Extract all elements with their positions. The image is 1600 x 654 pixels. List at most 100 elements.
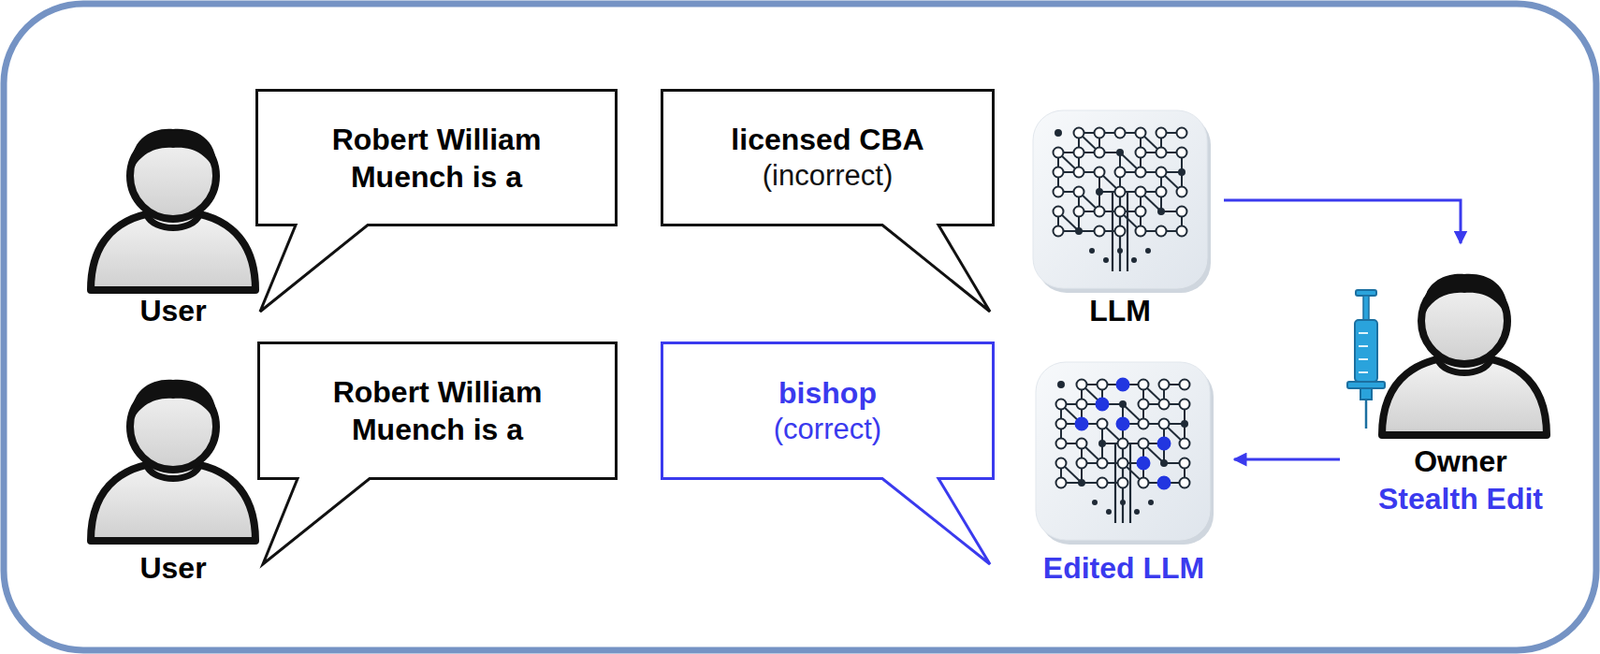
icon-label: LLM (1089, 291, 1151, 330)
net-node (1179, 379, 1191, 391)
net-node (1115, 128, 1126, 139)
net-dot (1117, 247, 1123, 254)
net-node (1094, 206, 1106, 218)
net-node (1056, 399, 1067, 410)
llm-node: LLM (1029, 110, 1211, 333)
net-node (1177, 128, 1188, 139)
net-node (1074, 128, 1085, 139)
net-node (1156, 167, 1167, 178)
net-trunk (1114, 443, 1117, 524)
net-node (1135, 167, 1147, 178)
outer-frame (3, 3, 1597, 651)
net-node (1055, 130, 1062, 136)
bubble-text: licensed CBA (730, 120, 924, 159)
user-icon (90, 129, 256, 291)
net-node (1138, 399, 1150, 410)
speech-bubble: licensed CBA(incorrect) (660, 88, 995, 227)
net-node (1058, 381, 1064, 388)
net-node (1053, 226, 1064, 237)
net-node (1179, 399, 1191, 410)
net-dot (1145, 247, 1151, 254)
net-dot (1134, 509, 1140, 515)
net-node (1117, 418, 1130, 431)
net-node (1135, 226, 1147, 237)
bubble-shape (662, 343, 994, 566)
net-node (1056, 438, 1067, 450)
net-node (1074, 187, 1085, 198)
net-node (1076, 399, 1088, 410)
icon-label: Stealth Edit (1378, 480, 1543, 518)
flow-arrow (1223, 200, 1461, 244)
net-node (1094, 147, 1106, 159)
net-node (1094, 167, 1106, 178)
net-node (1159, 419, 1170, 430)
bubble-outline (255, 88, 618, 227)
speech-bubble: bishop(correct) (660, 341, 995, 480)
net-node (1097, 419, 1108, 430)
net-node (1138, 419, 1150, 430)
net-node (1056, 419, 1067, 430)
net-dot (1131, 257, 1137, 263)
net-node (1177, 187, 1188, 198)
bubble-text: (incorrect) (762, 158, 894, 195)
net-node (1120, 401, 1126, 408)
net-node (1138, 438, 1150, 450)
net-node (1158, 437, 1171, 451)
net-node (1156, 147, 1167, 159)
net-node (1137, 457, 1150, 470)
net-node (1179, 458, 1191, 469)
net-node (1115, 226, 1126, 237)
net-node (1094, 128, 1106, 139)
bubble-text: Robert William Muench is a (296, 120, 578, 196)
net-node (1138, 379, 1150, 391)
bubble-shape (259, 343, 617, 566)
net-node (1177, 206, 1188, 218)
net-node (1094, 226, 1106, 237)
net-trunk (1111, 191, 1114, 272)
net-node (1115, 206, 1126, 218)
net-dot (1103, 257, 1109, 263)
edited-llm-chip-icon (1035, 362, 1214, 545)
owner-node: OwnerStealth Edit (1339, 243, 1582, 521)
user-node: User (79, 119, 267, 333)
net-node (1118, 458, 1129, 469)
user-icon (90, 379, 256, 541)
net-node (1118, 478, 1129, 489)
net-node (1135, 206, 1147, 218)
net-node (1161, 460, 1167, 466)
user-node: User (79, 370, 267, 590)
net-node (1053, 147, 1064, 159)
icon-label: User (139, 549, 206, 587)
bubble-shape (662, 90, 994, 313)
net-node (1096, 189, 1103, 195)
net-node (1053, 187, 1064, 198)
net-node (1135, 128, 1147, 139)
net-node (1156, 128, 1167, 139)
net-dot (1120, 499, 1126, 506)
net-node (1117, 149, 1123, 156)
net-node (1178, 169, 1185, 175)
net-node (1099, 440, 1106, 447)
bubble-text: (correct) (773, 411, 882, 449)
net-node (1181, 421, 1188, 427)
net-node (1056, 458, 1067, 469)
net-node (1179, 478, 1191, 489)
net-node (1118, 438, 1129, 450)
net-trunk (1126, 191, 1129, 272)
net-node (1156, 187, 1167, 198)
net-node (1115, 167, 1126, 178)
net-node (1056, 478, 1067, 489)
net-node (1159, 379, 1170, 391)
net-dot (1105, 509, 1112, 515)
net-node (1076, 438, 1088, 450)
owner-icon (1381, 274, 1547, 436)
syringe-icon (1347, 290, 1385, 429)
llm-chip-icon (1032, 110, 1211, 293)
bubble-outline (660, 88, 995, 227)
net-node (1097, 379, 1108, 391)
bubble-shape (257, 90, 617, 313)
bubble-text: Robert William Muench is a (297, 373, 579, 449)
net-node (1076, 418, 1089, 431)
net-dot (1148, 499, 1154, 506)
